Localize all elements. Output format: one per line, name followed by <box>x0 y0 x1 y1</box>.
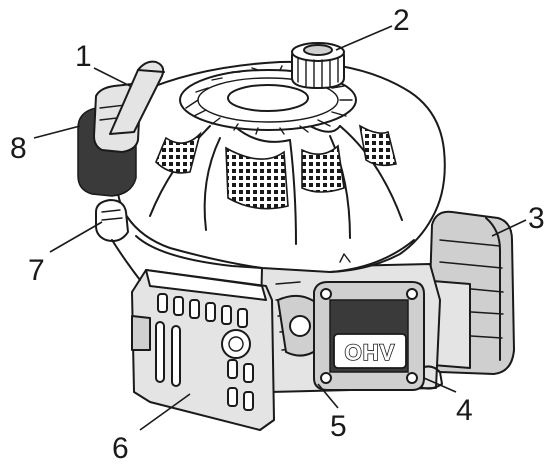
callout-2: 2 <box>393 4 410 37</box>
ohv-badge-text: OHV <box>345 340 396 365</box>
muffler <box>131 269 275 431</box>
blower-housing <box>114 60 446 273</box>
spark-plug-boot <box>95 199 141 281</box>
callout-labels: 1 2 3 4 5 6 7 8 <box>10 4 545 465</box>
control-lever <box>109 60 165 135</box>
valve-cover: OHV <box>313 281 425 391</box>
callout-6: 6 <box>112 432 129 465</box>
leader-7 <box>49 221 103 253</box>
leader-3 <box>491 219 527 237</box>
leader-lines <box>33 25 527 431</box>
callout-1: 1 <box>75 40 92 73</box>
leader-8 <box>33 125 81 139</box>
callout-3: 3 <box>528 202 545 235</box>
callout-5: 5 <box>330 410 347 443</box>
callout-8: 8 <box>10 132 27 165</box>
oil-fill-cap <box>291 42 345 89</box>
leader-2 <box>335 25 393 51</box>
ohv-badge <box>333 333 407 369</box>
callout-4: 4 <box>456 394 473 427</box>
callout-7: 7 <box>28 254 45 287</box>
leader-6 <box>139 393 191 431</box>
leader-5 <box>317 383 339 409</box>
leader-1 <box>93 67 131 87</box>
leader-4 <box>423 377 457 393</box>
